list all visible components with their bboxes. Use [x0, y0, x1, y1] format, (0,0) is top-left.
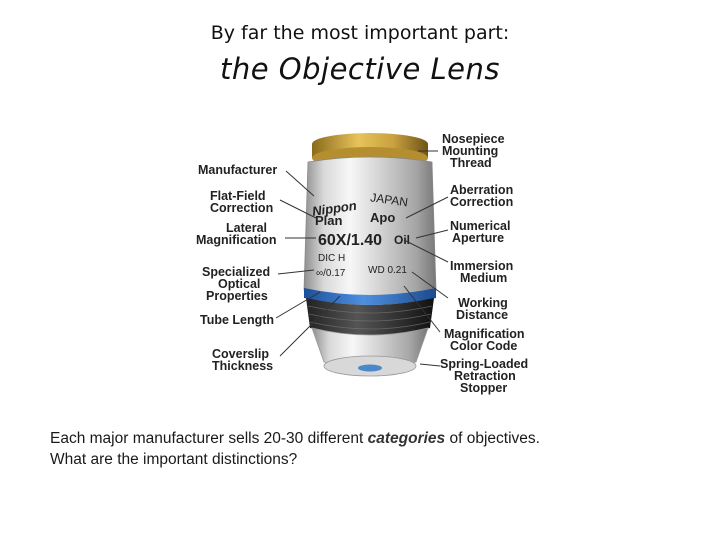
- engraving-country: JAPAN: [369, 190, 408, 209]
- front-lens-element: [358, 364, 382, 372]
- slide-subtitle: the Objective Lens: [219, 52, 501, 86]
- callout-lateral-magnification: Lateral Magnification: [196, 221, 277, 247]
- engraving-brand: Nippon: [311, 198, 357, 219]
- callout-coverslip-line1: Coverslip: [212, 347, 269, 361]
- callout-lateral-line2: Magnification: [196, 233, 277, 247]
- callout-immersion-line1: Immersion: [450, 259, 514, 273]
- knurled-grip: [306, 298, 434, 335]
- callout-magnification-color-code: Magnification Color Code: [444, 327, 525, 353]
- objective-lens-illustration: Nippon JAPAN Plan Apo 60X/1.40 Oil DIC H…: [275, 133, 449, 377]
- callout-aberration-line2: Correction: [450, 195, 514, 209]
- callout-wd-line2: Distance: [456, 308, 509, 322]
- callout-aberration-line1: Aberration: [450, 183, 514, 197]
- objective-lens-diagram: Nippon JAPAN Plan Apo 60X/1.40 Oil DIC H…: [190, 122, 550, 400]
- engraving-wd: WD 0.21: [368, 265, 407, 276]
- callout-working-distance: Working Distance: [456, 296, 509, 322]
- engraving-dic: DIC H: [318, 253, 345, 264]
- callout-lateral-line1: Lateral: [226, 221, 267, 235]
- slide-title: By far the most important part:: [210, 22, 510, 44]
- callout-coverslip: Coverslip Thickness: [212, 347, 274, 373]
- callout-colorcode-line1: Magnification: [444, 327, 525, 341]
- callout-immersion-medium: Immersion Medium: [450, 259, 514, 285]
- callout-flat-field: Flat-Field Correction: [210, 189, 274, 215]
- callout-specialized-line3: Properties: [206, 289, 268, 303]
- callout-specialized-optical: Specialized Optical Properties: [202, 265, 271, 303]
- callout-na-line2: Aperture: [452, 231, 505, 245]
- magnification-color-band: [304, 288, 436, 305]
- callout-wd-line1: Working: [458, 296, 508, 310]
- body-line-1-before: Each major manufacturer sells 20-30 diff…: [50, 430, 368, 447]
- body-line-1-after: of objectives.: [445, 430, 540, 447]
- callout-flat-field-line1: Flat-Field: [210, 189, 266, 203]
- body-text: Each major manufacturer sells 20-30 diff…: [50, 428, 690, 470]
- callout-nosepiece-line3: Thread: [450, 156, 492, 170]
- body-line-2: What are the important distinctions?: [50, 451, 298, 468]
- engraving-magnification: 60X/1.40: [318, 232, 382, 249]
- callout-na-line1: Numerical: [450, 219, 511, 233]
- callout-immersion-line2: Medium: [460, 271, 508, 285]
- callout-specialized-line1: Specialized: [202, 265, 271, 279]
- callout-spring-loaded: Spring-Loaded Retraction Stopper: [440, 357, 529, 395]
- callout-nosepiece-line2: Mounting: [442, 144, 499, 158]
- body-emphasis-categories: categories: [367, 430, 446, 447]
- callout-spring-line3: Stopper: [460, 381, 508, 395]
- callout-manufacturer: Manufacturer: [198, 163, 278, 177]
- callout-colorcode-line2: Color Code: [450, 339, 518, 353]
- engraving-tube-cover: ∞/0.17: [316, 268, 346, 279]
- body-line-1: Each major manufacturer sells 20-30 diff…: [50, 428, 690, 449]
- engraving-apo: Apo: [370, 210, 395, 225]
- callout-nosepiece-line1: Nosepiece: [442, 132, 505, 146]
- callout-numerical-aperture: Numerical Aperture: [450, 219, 511, 245]
- callout-spring-line2: Retraction: [454, 369, 516, 383]
- callout-flat-field-line2: Correction: [210, 201, 274, 215]
- callout-spring-line1: Spring-Loaded: [440, 357, 529, 371]
- callout-aberration-correction: Aberration Correction: [450, 183, 514, 209]
- callout-specialized-line2: Optical: [218, 277, 261, 291]
- engraving-immersion: Oil: [394, 233, 410, 247]
- callout-coverslip-line2: Thickness: [212, 359, 274, 373]
- callout-nosepiece-thread: Nosepiece Mounting Thread: [442, 132, 505, 170]
- engraving-plan: Plan: [315, 213, 343, 228]
- callout-tube-length: Tube Length: [200, 313, 275, 327]
